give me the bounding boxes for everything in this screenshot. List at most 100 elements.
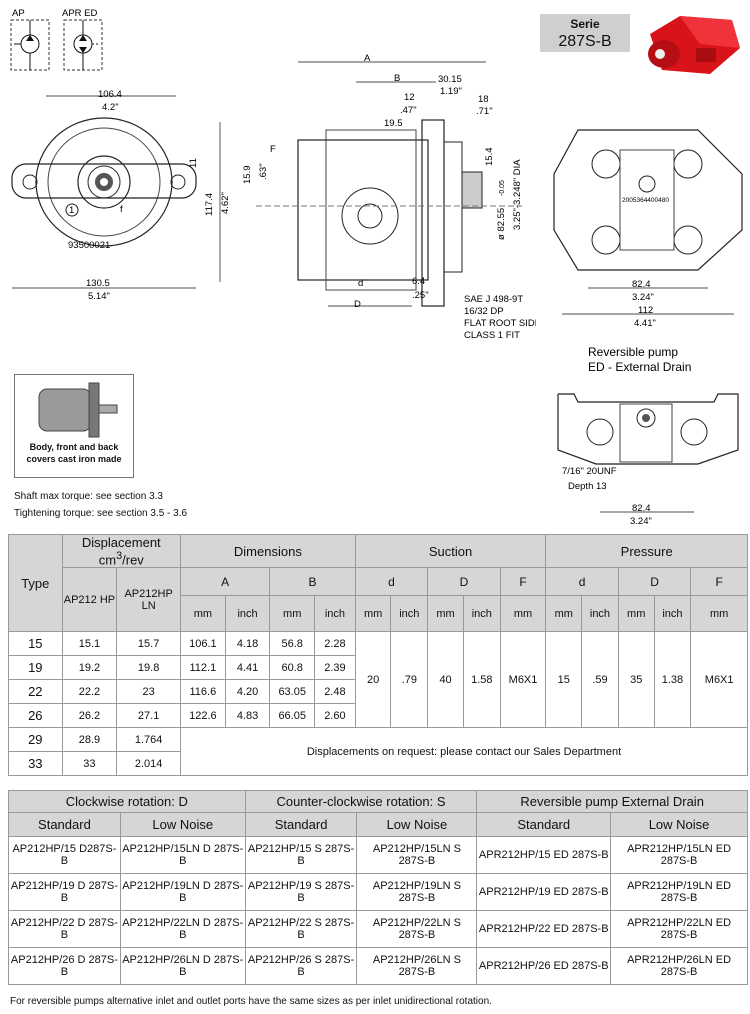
th-suction-d: d bbox=[354, 567, 429, 597]
code-cell: AP212HP/15LN D 287S-B bbox=[119, 836, 246, 874]
side-dim-25: .25" bbox=[412, 290, 429, 301]
cell-ln: 1.764 bbox=[116, 727, 181, 753]
cell-a-mm: 122.6 bbox=[180, 703, 226, 729]
cell-type: 22 bbox=[8, 679, 63, 705]
cell-hp: 33 bbox=[61, 751, 118, 777]
th-unit-inch: inch bbox=[390, 595, 429, 633]
cell-type: 15 bbox=[8, 631, 63, 657]
cell-suction-D-in: 1.58 bbox=[462, 631, 501, 729]
table-row: AP212HP/15 D287S-B AP212HP/15LN D 287S-B… bbox=[8, 836, 748, 874]
cell-b-mm: 56.8 bbox=[269, 631, 316, 657]
ordering-codes-table: Clockwise rotation: D Counter-clockwise … bbox=[8, 790, 748, 985]
body-text-1: Body, front and back bbox=[29, 442, 119, 452]
th-low-noise: Low Noise bbox=[356, 812, 478, 837]
front-base-mm: 130.5 bbox=[86, 278, 110, 289]
th-pressure: Pressure bbox=[545, 533, 748, 569]
code-cell: AP212HP/22 S 287S-B bbox=[244, 910, 358, 948]
reversible-svg: Reversible pump ED - External Drain 7/16… bbox=[557, 345, 739, 527]
specs-table: Type Displacement cm3/rev Dimensions Suc… bbox=[8, 533, 748, 777]
serie-value: 287S-B bbox=[558, 33, 612, 50]
th-ap212hp-ln: AP212HP LN bbox=[116, 567, 181, 633]
side-dim-30-15: 30.15 bbox=[438, 74, 462, 85]
red-pump-image bbox=[648, 16, 740, 74]
th-low-noise: Low Noise bbox=[119, 812, 246, 837]
side-dia-tol: -0.05 bbox=[499, 180, 506, 196]
code-cell: AP212HP/22 D 287S-B bbox=[8, 910, 121, 948]
cell-hp: 19.2 bbox=[61, 655, 118, 681]
cast-iron-pump-icon bbox=[38, 382, 118, 438]
reversible-dim-82-4: 82.4 bbox=[632, 503, 651, 514]
serie-badge: Serie 287S-B bbox=[540, 14, 630, 52]
cell-type: 26 bbox=[8, 703, 63, 729]
back-view-drawing: 2005364400480 82.4 3.24" 112 4.41" bbox=[548, 120, 748, 334]
cell-b-mm: 66.05 bbox=[269, 703, 316, 729]
cell-b-in: 2.28 bbox=[314, 631, 356, 657]
cell-b-in: 2.39 bbox=[314, 655, 356, 681]
cell-pressure-d-mm: 15 bbox=[545, 631, 583, 729]
back-dim-112: 112 bbox=[638, 305, 653, 316]
front-view-svg: 106.4 4.2" 1 f 93500021 130.5 5.14" 117.… bbox=[11, 89, 231, 302]
th-disp-unit-tail: /rev bbox=[122, 552, 144, 568]
th-dimensions: Dimensions bbox=[180, 533, 356, 569]
front-width-mm: 106.4 bbox=[98, 89, 122, 100]
table-row: 22 22.2 23 116.6 4.20 63.05 2.48 bbox=[8, 679, 748, 705]
code-cell: AP212HP/19 D 287S-B bbox=[8, 873, 121, 911]
hydraulic-symbols: AP APR ED bbox=[6, 4, 106, 74]
reversible-dim-3-24: 3.24" bbox=[630, 516, 652, 527]
cell-type: 33 bbox=[8, 751, 63, 777]
code-cell: APR212HP/26 ED 287S-B bbox=[476, 947, 612, 985]
th-unit-mm: mm bbox=[269, 595, 316, 633]
th-low-noise: Low Noise bbox=[610, 812, 748, 837]
front-base-in: 5.14" bbox=[88, 291, 110, 302]
code-cell: AP212HP/15 D287S-B bbox=[8, 836, 121, 874]
code-cell: AP212HP/26LN S 287S-B bbox=[356, 947, 478, 985]
code-cell: APR212HP/15 ED 287S-B bbox=[476, 836, 612, 874]
th-unit-mm: mm bbox=[180, 595, 226, 633]
th-a: A bbox=[179, 567, 271, 597]
code-cell: AP212HP/26 S 287S-B bbox=[244, 947, 358, 985]
code-cell: APR212HP/15LN ED 287S-B bbox=[610, 836, 748, 874]
code-cell: AP212HP/22LN D 287S-B bbox=[119, 910, 246, 948]
shaft-torque-note: Shaft max torque: see section 3.3 bbox=[14, 491, 163, 502]
side-dim-47: .47" bbox=[400, 105, 417, 116]
code-cell: AP212HP/26LN D 287S-B bbox=[119, 947, 246, 985]
front-view-drawing: 106.4 4.2" 1 f 93500021 130.5 5.14" 117.… bbox=[6, 86, 246, 306]
side-dim-19-5: 19.5 bbox=[384, 118, 403, 129]
table-row: 15 15.1 15.7 106.1 4.18 56.8 2.28 20 .79… bbox=[8, 631, 748, 729]
cell-hp: 22.2 bbox=[61, 679, 118, 705]
th-disp-unit: cm bbox=[98, 552, 117, 568]
cell-b-mm: 63.05 bbox=[269, 679, 316, 705]
th-disp-unit-sup: 3 bbox=[116, 550, 123, 562]
th-ap212hp: AP212 HP bbox=[61, 567, 118, 633]
cell-suction-D-mm: 40 bbox=[427, 631, 464, 729]
reversible-thread: 7/16" 20UNF bbox=[562, 466, 617, 477]
side-dim-12: 12 bbox=[404, 92, 415, 103]
cell-ln: 15.7 bbox=[116, 631, 181, 657]
side-dia: ø 82.55 bbox=[496, 208, 507, 240]
th-unit-mm: mm bbox=[354, 595, 392, 633]
th-unit-mm: mm bbox=[499, 595, 547, 633]
th-counter-clockwise: Counter-clockwise rotation: S bbox=[244, 790, 478, 813]
cell-pressure-D-mm: 35 bbox=[617, 631, 655, 729]
symbol-apr-label: APR ED bbox=[62, 8, 98, 19]
code-cell: APR212HP/22 ED 287S-B bbox=[476, 910, 612, 948]
th-standard: Standard bbox=[244, 812, 358, 837]
cell-a-in: 4.41 bbox=[224, 655, 271, 681]
side-dim-18: 18 bbox=[478, 94, 489, 105]
front-arrow-mark: f bbox=[120, 204, 123, 215]
th-unit-inch: inch bbox=[314, 595, 356, 633]
back-code: 2005364400480 bbox=[622, 197, 669, 204]
front-height-mm: 117.4 bbox=[204, 193, 215, 216]
th-standard: Standard bbox=[8, 812, 121, 837]
th-clockwise: Clockwise rotation: D bbox=[8, 790, 246, 813]
front-marker-1: 1 bbox=[69, 205, 74, 216]
table-row: AP212HP/19 D 287S-B AP212HP/19LN D 287S-… bbox=[8, 873, 748, 911]
reversible-pump-drawing: Reversible pump ED - External Drain 7/16… bbox=[548, 340, 748, 530]
cell-a-in: 4.18 bbox=[224, 631, 271, 657]
side-dia-in: 3.25"-3.248" DIA bbox=[512, 159, 523, 230]
cell-ln: 2.014 bbox=[116, 751, 181, 777]
cell-b-mm: 60.8 bbox=[269, 655, 316, 681]
side-dim-a: A bbox=[364, 53, 371, 64]
cell-type: 29 bbox=[8, 727, 63, 753]
side-dim-71: .71" bbox=[476, 106, 493, 117]
